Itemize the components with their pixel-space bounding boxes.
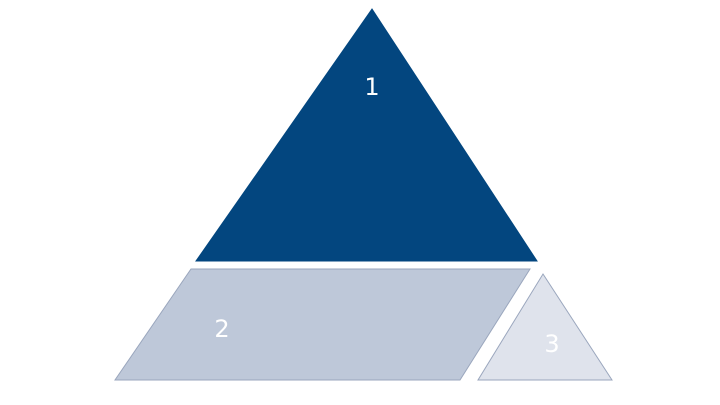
segment-3-small-triangle (477, 273, 613, 381)
segment-2-label: 2 (214, 315, 229, 343)
segment-2-parallelogram (114, 268, 531, 381)
segment-1-label: 1 (364, 73, 379, 101)
segment-3-label: 3 (544, 330, 559, 358)
segment-1-top-triangle (195, 8, 538, 262)
